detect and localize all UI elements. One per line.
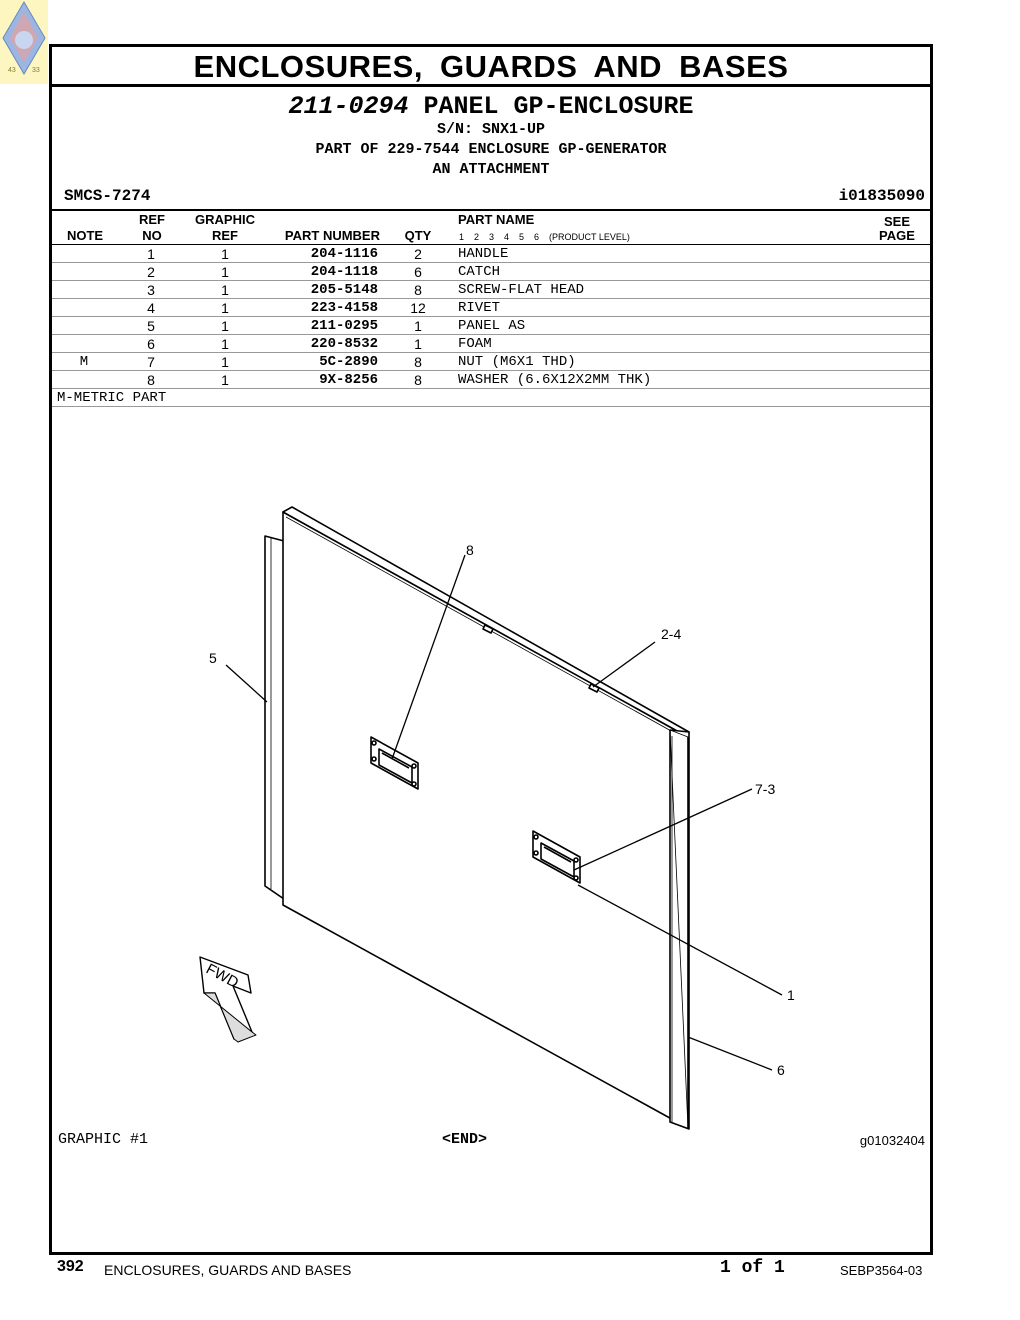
col-see-top: SEE <box>883 214 910 229</box>
table-row: 6 1 220-8532 1 FOAM <box>52 335 930 353</box>
row-qty: 8 <box>414 372 422 388</box>
callout-6: 6 <box>777 1062 785 1078</box>
page-frame: ENCLOSURES, GUARDS AND BASES 211-0294 PA… <box>49 44 933 1255</box>
row-graphic-ref: 1 <box>221 336 229 352</box>
product-levels: 1 2 3 4 5 6 (PRODUCT LEVEL) <box>459 232 630 242</box>
row-part-name: CATCH <box>458 264 501 280</box>
row-ref: 8 <box>147 372 155 388</box>
document-id: i01835090 <box>838 187 925 205</box>
corner-right-number: 33 <box>32 67 40 74</box>
row-graphic-ref: 1 <box>221 372 229 388</box>
row-part-number: 205-5148 <box>310 282 378 298</box>
graphic-label: GRAPHIC #1 <box>58 1131 149 1148</box>
row-part-number: 223-4158 <box>310 300 378 316</box>
column-header-divider <box>52 244 930 245</box>
col-ref-bottom: NO <box>142 228 162 243</box>
callout-7-3: 7-3 <box>755 781 775 797</box>
row-qty: 6 <box>414 264 422 280</box>
page-number: 392 <box>57 1258 84 1275</box>
smcs-code: SMCS-7274 <box>64 187 151 205</box>
footer-section: ENCLOSURES, GUARDS AND BASES <box>104 1262 352 1278</box>
row-part-number: 204-1116 <box>310 246 378 262</box>
row-part-number: 9X-8256 <box>319 372 378 388</box>
table-row: 4 1 223-4158 12 RIVET <box>52 299 930 317</box>
row-ref: 5 <box>147 318 155 334</box>
col-see-bottom: PAGE <box>879 228 915 243</box>
attachment-line: AN ATTACHMENT <box>432 161 550 178</box>
callout-5: 5 <box>209 650 217 666</box>
row-note: M <box>79 354 89 370</box>
row-part-name: FOAM <box>458 336 492 352</box>
row-graphic-ref: 1 <box>221 318 229 334</box>
graphic-id: g01032404 <box>859 1133 925 1148</box>
heading-part-number: 211-0294 <box>288 92 409 121</box>
table-row: 2 1 204-1118 6 CATCH <box>52 263 930 281</box>
row-part-name: PANEL AS <box>458 318 526 334</box>
metric-note: M-METRIC PART <box>57 390 167 406</box>
col-note: NOTE <box>66 228 104 243</box>
row-qty: 1 <box>414 336 422 352</box>
row-qty: 2 <box>414 246 422 262</box>
row-part-number: 220-8532 <box>310 336 378 352</box>
row-qty: 1 <box>414 318 422 334</box>
row-part-name: WASHER (6.6X12X2MM THK) <box>458 372 652 388</box>
col-graphic-top: GRAPHIC <box>195 212 255 227</box>
part-of-line: PART OF 229-7544 ENCLOSURE GP-GENERATOR <box>315 141 667 158</box>
publication-number: SEBP3564-03 <box>840 1263 923 1278</box>
heading-part-name: PANEL GP-ENCLOSURE <box>423 92 694 121</box>
row-qty: 8 <box>414 354 422 370</box>
corner-left-number: 43 <box>8 67 16 74</box>
row-graphic-ref: 1 <box>221 264 229 280</box>
col-part-number: PART NUMBER <box>284 228 380 243</box>
row-qty: 12 <box>410 300 426 316</box>
table-row: 8 1 9X-8256 8 WASHER (6.6X12X2MM THK) <box>52 371 930 389</box>
panel-illustration: 8 2-4 5 7-3 1 6 FWD <box>199 506 795 1130</box>
metric-divider <box>52 406 930 407</box>
row-part-name: RIVET <box>458 300 501 316</box>
callout-1: 1 <box>787 987 795 1003</box>
row-ref: 4 <box>147 300 155 316</box>
table-row: 3 1 205-5148 8 SCREW-FLAT HEAD <box>52 281 930 299</box>
row-graphic-ref: 1 <box>221 354 229 370</box>
row-graphic-ref: 1 <box>221 300 229 316</box>
table-row: M 7 1 5C-2890 8 NUT (M6X1 THD) <box>52 353 930 371</box>
header-divider <box>52 209 930 211</box>
row-ref: 1 <box>147 246 155 262</box>
callout-8: 8 <box>466 542 474 558</box>
row-part-number: 211-0295 <box>310 318 378 334</box>
end-marker: <END> <box>442 1131 488 1148</box>
table-row: 1 1 204-1116 2 HANDLE <box>52 245 930 263</box>
table-row: 5 1 211-0295 1 PANEL AS <box>52 317 930 335</box>
col-ref-top: REF <box>139 212 165 227</box>
row-part-name: NUT (M6X1 THD) <box>458 354 576 370</box>
row-ref: 2 <box>147 264 155 280</box>
row-ref: 3 <box>147 282 155 298</box>
row-part-name: HANDLE <box>458 246 509 262</box>
row-part-number: 5C-2890 <box>319 354 378 370</box>
corner-logo: 43 33 <box>0 0 48 84</box>
row-ref: 7 <box>147 354 155 370</box>
page-title: ENCLOSURES, GUARDS AND BASES <box>52 47 930 87</box>
part-heading: 211-0294 PANEL GP-ENCLOSURE <box>52 92 930 121</box>
row-part-number: 204-1118 <box>310 264 378 280</box>
col-part-name: PART NAME <box>458 212 535 227</box>
row-part-name: SCREW-FLAT HEAD <box>458 282 585 298</box>
row-qty: 8 <box>414 282 422 298</box>
col-graphic-bottom: REF <box>212 228 238 243</box>
col-qty: QTY <box>404 228 432 243</box>
serial-number: S/N: SNX1-UP <box>436 121 546 138</box>
row-graphic-ref: 1 <box>221 282 229 298</box>
row-graphic-ref: 1 <box>221 246 229 262</box>
callout-2-4: 2-4 <box>661 626 681 642</box>
row-ref: 6 <box>147 336 155 352</box>
page-count: 1 of 1 <box>720 1258 785 1278</box>
